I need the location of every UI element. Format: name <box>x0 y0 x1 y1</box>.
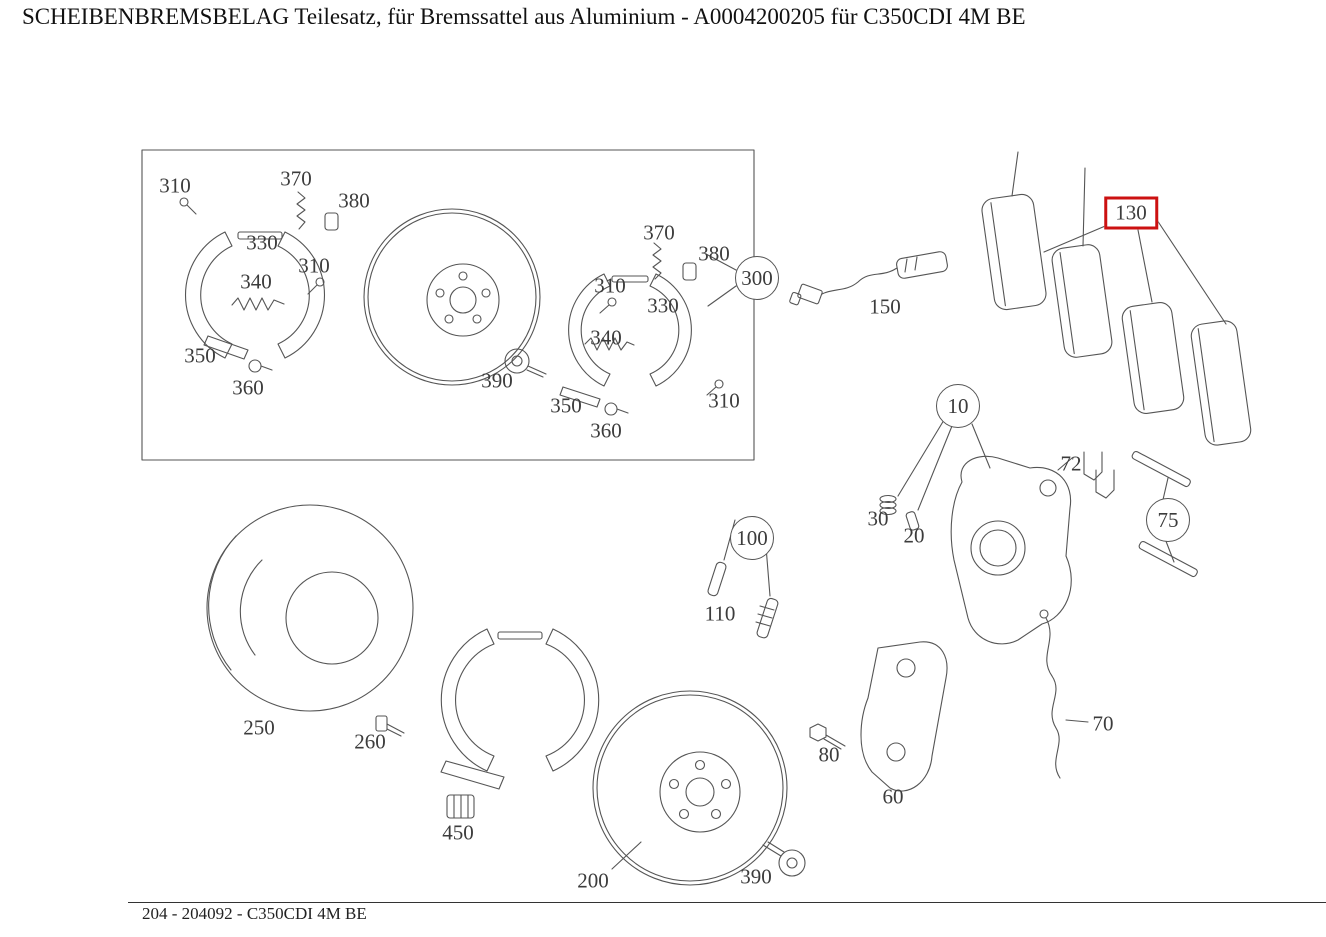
part-label-70[interactable]: 70 <box>1092 711 1114 736</box>
part-label-110[interactable]: 110 <box>704 601 736 626</box>
part-label-75-circled[interactable]: 75 <box>1146 498 1190 542</box>
part-label-310-1[interactable]: 310 <box>159 173 191 198</box>
part-label-380-1[interactable]: 380 <box>338 188 370 213</box>
part-label-30[interactable]: 30 <box>867 506 889 531</box>
part-label-300-circled[interactable]: 300 <box>735 256 779 300</box>
footer-rule <box>128 902 1326 903</box>
part-label-350-1[interactable]: 350 <box>184 343 216 368</box>
part-label-260[interactable]: 260 <box>354 729 386 754</box>
part-label-390-1[interactable]: 390 <box>481 368 513 393</box>
part-label-20[interactable]: 20 <box>903 523 925 548</box>
part-label-200[interactable]: 200 <box>577 868 609 893</box>
part-label-72[interactable]: 72 <box>1060 451 1082 476</box>
part-label-130-highlighted[interactable]: 130 <box>1104 196 1158 230</box>
part-label-340-2[interactable]: 340 <box>590 325 622 350</box>
part-label-370-1[interactable]: 370 <box>280 166 312 191</box>
part-label-380-2[interactable]: 380 <box>698 241 730 266</box>
part-label-250[interactable]: 250 <box>243 715 275 740</box>
part-label-310-3[interactable]: 310 <box>594 273 626 298</box>
part-label-360-2[interactable]: 360 <box>590 418 622 443</box>
footer-text: 204 - 204092 - C350CDI 4M BE <box>142 904 367 923</box>
part-label-360-1[interactable]: 360 <box>232 375 264 400</box>
part-label-370-2[interactable]: 370 <box>643 220 675 245</box>
part-label-340-1[interactable]: 340 <box>240 269 272 294</box>
part-label-330-2[interactable]: 330 <box>647 293 679 318</box>
part-label-390-2[interactable]: 390 <box>740 864 772 889</box>
part-label-150[interactable]: 150 <box>869 294 901 319</box>
part-label-330-1[interactable]: 330 <box>246 230 278 255</box>
part-label-450[interactable]: 450 <box>442 820 474 845</box>
part-label-60[interactable]: 60 <box>882 784 904 809</box>
part-label-10-circled[interactable]: 10 <box>936 384 980 428</box>
part-label-310-4[interactable]: 310 <box>708 388 740 413</box>
part-label-310-2[interactable]: 310 <box>298 253 330 278</box>
part-label-100-circled[interactable]: 100 <box>730 516 774 560</box>
part-label-80[interactable]: 80 <box>818 742 840 767</box>
kit-box <box>141 149 755 461</box>
page-title: SCHEIBENBREMSBELAG Teilesatz, für Bremss… <box>22 4 1026 29</box>
part-label-350-2[interactable]: 350 <box>550 393 582 418</box>
